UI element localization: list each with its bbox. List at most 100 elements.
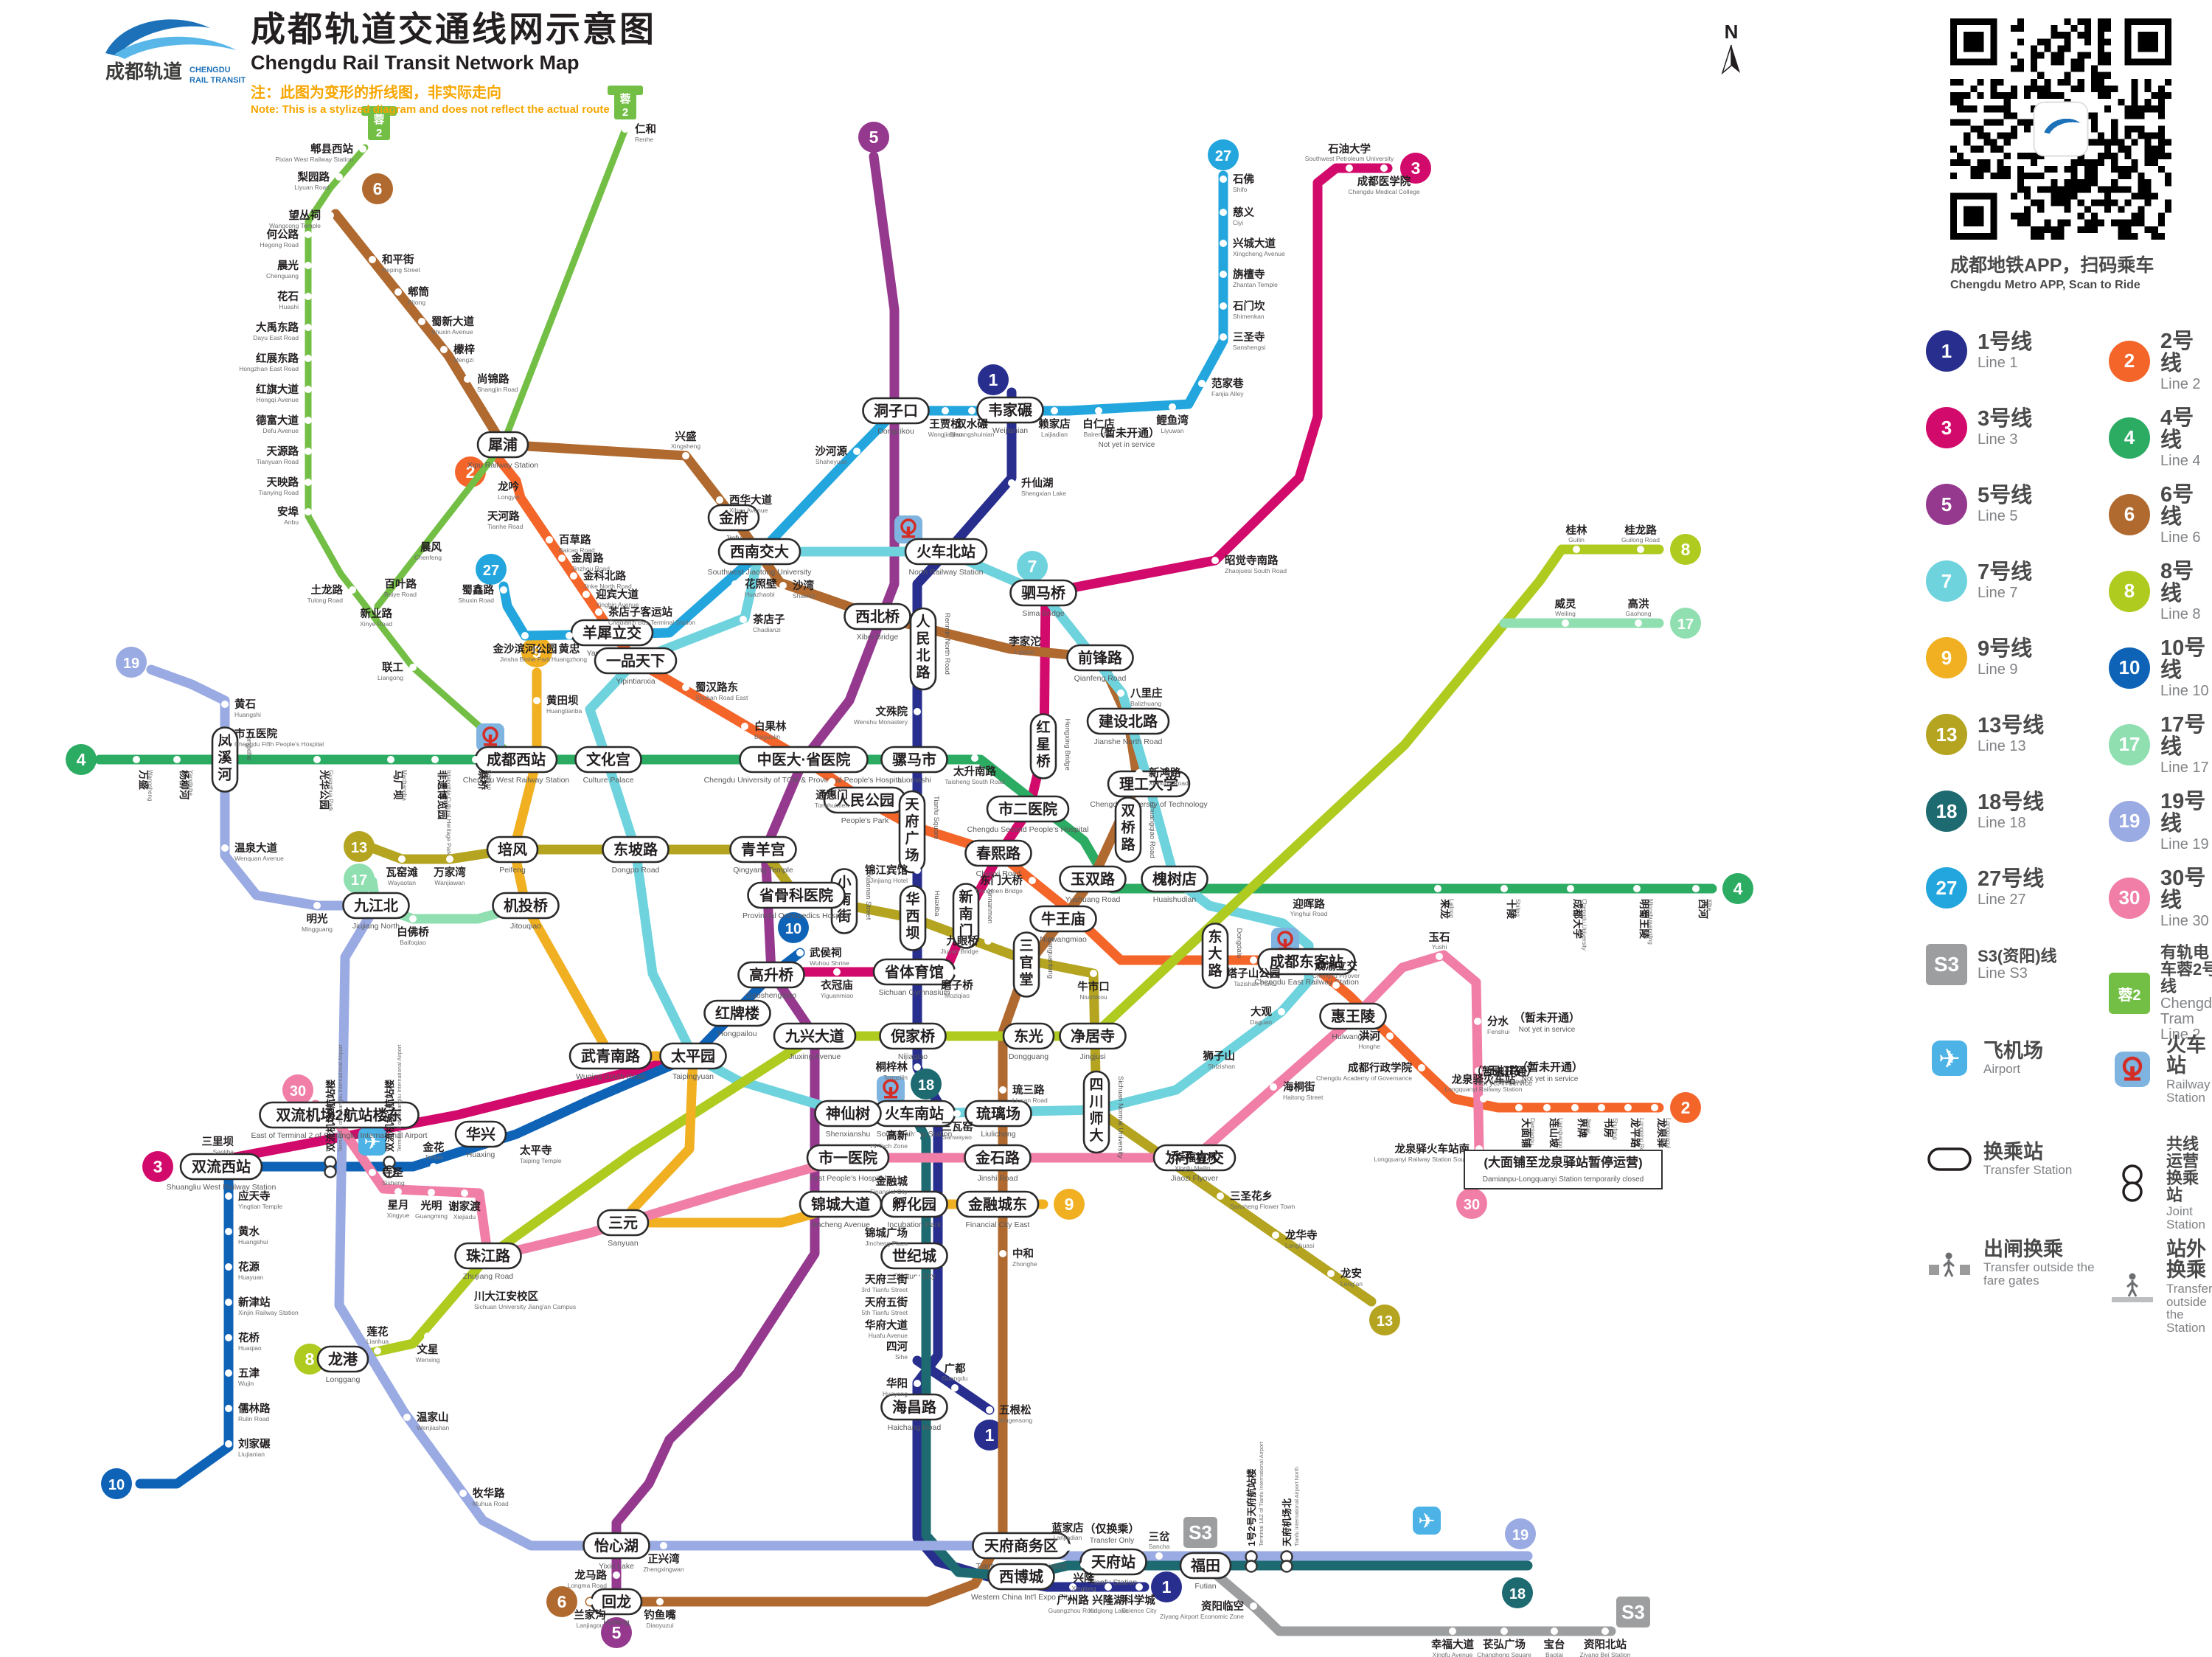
legend-badge-5: 5: [1926, 484, 1967, 525]
svg-text:孵化园: 孵化园: [892, 1195, 936, 1213]
qr-caption-zh: 成都地铁APP，扫码乘车: [1950, 255, 2154, 276]
svg-text:Fengxihe: Fengxihe: [245, 732, 253, 761]
svg-text:兴盛: 兴盛: [675, 430, 697, 443]
svg-text:Pixian West Railway Station: Pixian West Railway Station: [275, 156, 353, 163]
svg-text:蜀新大道: 蜀新大道: [431, 315, 474, 328]
svg-text:Chengdu University of TCM & Pr: Chengdu University of TCM & Provincial P…: [704, 776, 904, 785]
svg-text:锦城大道: 锦城大道: [811, 1195, 870, 1213]
legend-label-en: Line 5: [1978, 507, 2018, 524]
joint-icon: [2109, 1160, 2156, 1207]
svg-text:茶店子: 茶店子: [753, 613, 785, 626]
svg-text:光华公园: 光华公园: [319, 769, 330, 810]
svg-text:倪家桥: 倪家桥: [891, 1027, 936, 1045]
qr-caption-en: Chengdu Metro APP, Scan to Ride: [1950, 279, 2140, 291]
svg-text:金融城东: 金融城东: [967, 1195, 1027, 1213]
svg-text:石门坎: 石门坎: [1232, 299, 1265, 313]
svg-text:华府大道: 华府大道: [865, 1319, 908, 1332]
svg-text:13: 13: [1377, 1313, 1393, 1330]
svg-text:火车南站: 火车南站: [885, 1105, 944, 1122]
legend-label-zh: 30号线: [2160, 866, 2206, 913]
svg-text:驷马桥: 驷马桥: [1021, 585, 1066, 602]
svg-text:神仙树: 神仙树: [826, 1105, 870, 1122]
svg-text:衣冠庙: 衣冠庙: [821, 979, 853, 992]
svg-text:（暂未开通）: （暂未开通）: [1517, 1060, 1583, 1074]
svg-text:莲花: 莲花: [367, 1325, 389, 1338]
svg-text:1: 1: [989, 370, 998, 389]
svg-text:升仙湖: 升仙湖: [1021, 476, 1054, 490]
svg-text:Tianfu International Airport N: Tianfu International Airport North: [1293, 1467, 1300, 1546]
line-badge-27: 27: [476, 554, 507, 585]
legend-symbol-en: Transfer Station: [1983, 1163, 2073, 1178]
svg-text:Sanwayao: Sanwayao: [942, 1133, 972, 1141]
svg-text:Sichuan University Jiang'an Ca: Sichuan University Jiang'an Campus: [474, 1303, 576, 1310]
svg-text:黄石: 黄石: [234, 698, 256, 711]
svg-text:Wayaotan: Wayaotan: [388, 879, 416, 886]
svg-text:Gaoshengqiao: Gaoshengqiao: [746, 991, 796, 1000]
svg-text:西北桥: 西北桥: [855, 608, 900, 625]
svg-text:4: 4: [1733, 879, 1743, 898]
legend-label-en: Line 17: [2160, 759, 2209, 776]
svg-text:Weiling: Weiling: [1555, 610, 1576, 617]
line-badge-蓉2: 蓉2: [361, 106, 397, 140]
line-badge-蓉2: 蓉2: [608, 86, 643, 119]
svg-text:桐梓林: 桐梓林: [876, 1060, 908, 1074]
svg-text:王贾桥: 王贾桥: [929, 417, 961, 431]
svg-text:Muhua Road: Muhua Road: [473, 1500, 509, 1507]
svg-text:Dongdalu: Dongdalu: [1235, 928, 1243, 959]
svg-text:Baicao Road: Baicao Road: [559, 546, 595, 554]
svg-text:Shizishan: Shizishan: [1208, 1063, 1235, 1070]
svg-text:Shuangshuinian: Shuangshuinian: [950, 431, 995, 438]
svg-text:杨柳河: 杨柳河: [178, 770, 190, 800]
svg-text:儒林路: 儒林路: [238, 1402, 271, 1415]
svg-text:3rd Tianfu Street: 3rd Tianfu Street: [861, 1286, 908, 1293]
svg-text:市五医院: 市五医院: [234, 727, 277, 740]
svg-text:蓉: 蓉: [373, 113, 384, 126]
svg-text:市二医院: 市二医院: [998, 800, 1057, 818]
line-badge-30: 30: [282, 1074, 313, 1105]
svg-text:黄水: 黄水: [238, 1225, 260, 1238]
svg-text:Wujin: Wujin: [238, 1380, 254, 1387]
svg-text:Lianhua: Lianhua: [366, 1338, 389, 1345]
svg-text:兰家沟: 兰家沟: [574, 1608, 606, 1622]
svg-text:Baifoqiao: Baifoqiao: [400, 939, 426, 946]
svg-text:✈: ✈: [1418, 1510, 1435, 1532]
svg-text:锦江宾馆: 锦江宾馆: [865, 864, 908, 877]
legend-label-en: Chengdu Tram Line 2: [2160, 996, 2212, 1043]
svg-text:Hongpailou: Hongpailou: [717, 1029, 757, 1038]
svg-text:琉璃场: 琉璃场: [976, 1105, 1020, 1122]
legend-label-zh: 有轨电车蓉2号线: [2160, 943, 2212, 996]
svg-text:Shawan: Shawan: [793, 592, 815, 600]
svg-text:兴隆: 兴隆: [1074, 1571, 1095, 1585]
svg-text:太平园: 太平园: [671, 1048, 715, 1065]
svg-text:Jinjiang Hotel: Jinjiang Hotel: [870, 877, 908, 884]
legend-label-zh: 3号线: [1978, 407, 2033, 431]
svg-text:新业路: 新业路: [361, 607, 393, 620]
